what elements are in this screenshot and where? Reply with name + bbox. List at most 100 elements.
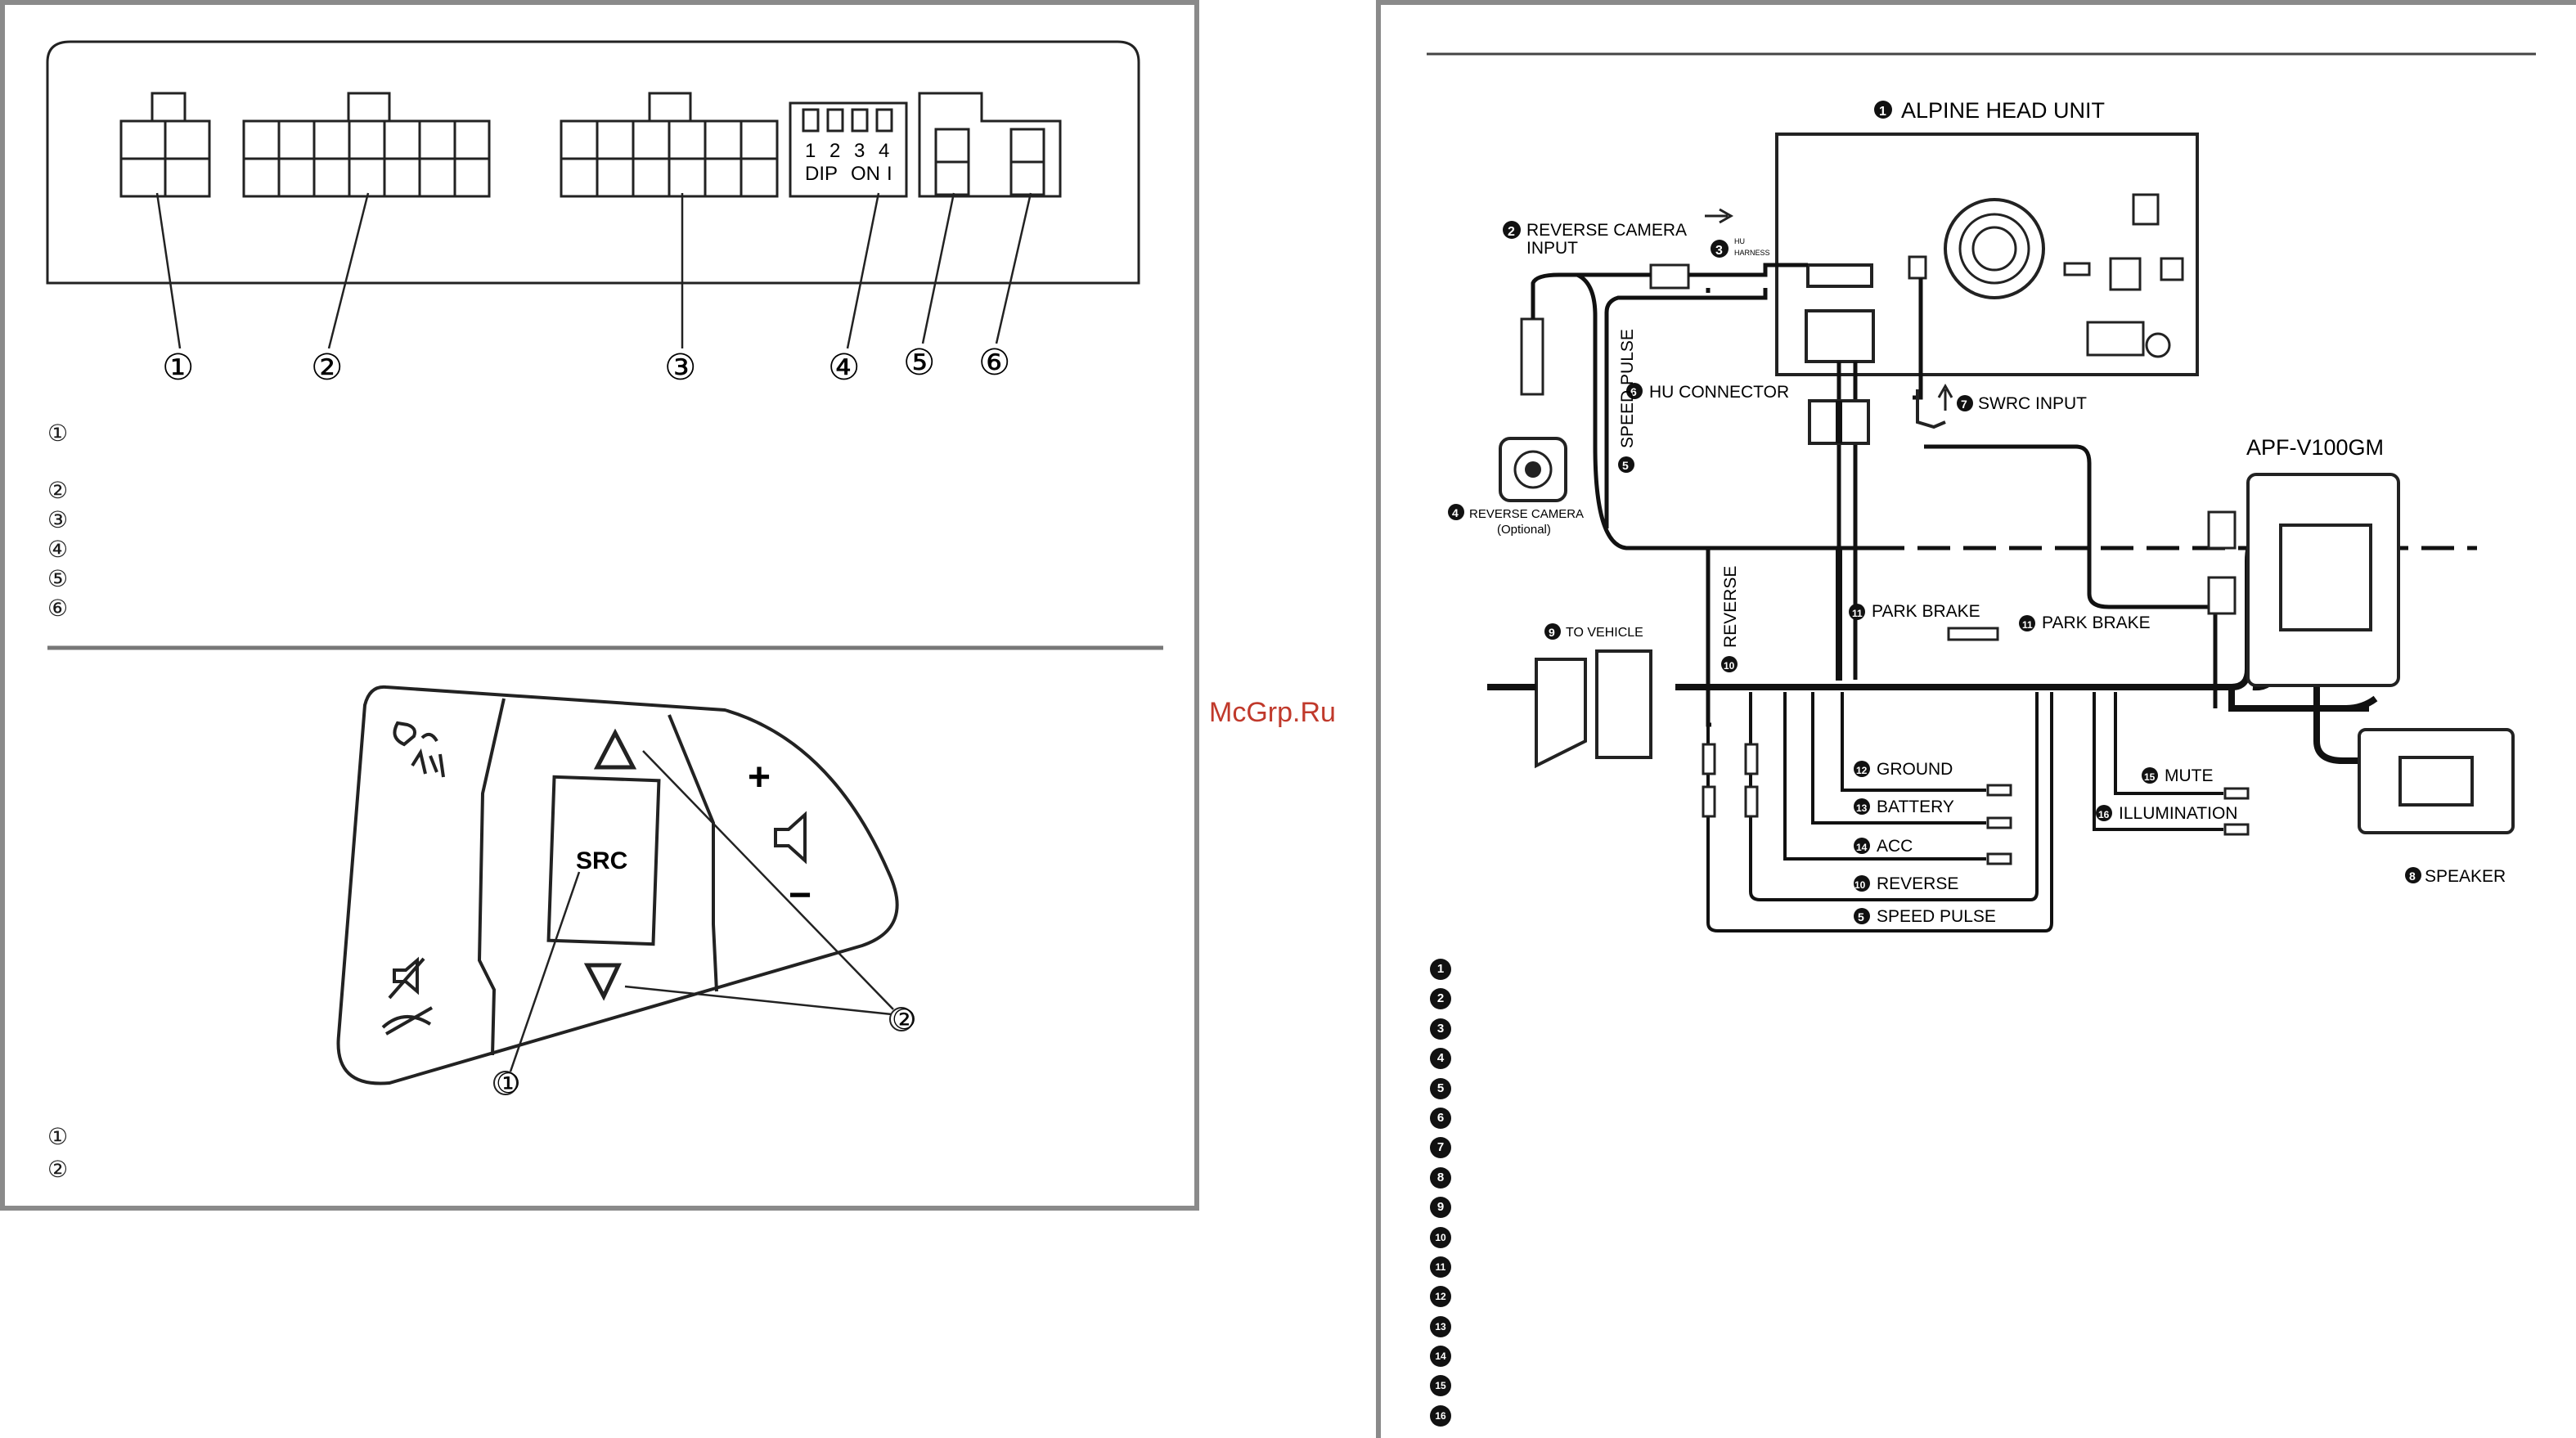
legend-16: 16 [1430,1404,1451,1435]
dip-number-2: 2 [829,140,840,162]
reverse-camera-input-l1: REVERSE CAMERA [1526,221,1687,240]
reverse-vertical-num: 10 [1724,660,1735,672]
steering-callout-2: ② [892,1004,916,1036]
speed-pulse-vertical: SPEED PULSE [1618,329,1637,448]
reverse-camera-num: 4 [1452,506,1459,519]
reverse-camera-input-l2: INPUT [1526,239,1578,258]
reverse-camera-badge [1448,504,1464,520]
speaker-badge [2405,867,2421,883]
battery-num: 13 [1856,802,1868,814]
hu-connector-port [1805,309,1875,363]
ground-badge [1854,761,1870,777]
to-vehicle-badge [1544,623,1561,640]
legend-3: 3 [1430,1018,1451,1048]
speed-pulse-num: 5 [1622,459,1629,472]
connector-legend: ① ② ③ ④ ⑤ ⑥ [47,419,68,623]
legend-14: 14 [1430,1346,1451,1375]
swrc-badge [1957,395,1973,411]
park-brake-num-1: 11 [1852,608,1863,619]
legend-10: 10 [1430,1226,1451,1256]
swrc-label: SWRC INPUT [1978,394,2087,413]
legend-13: 13 [1430,1315,1451,1346]
hu-connector-label: HU CONNECTOR [1649,383,1789,402]
park-brake-fuse [1947,627,1999,641]
reverse-h-num: 10 [1854,879,1866,891]
legend-5: 5 [1430,1077,1451,1108]
connector-3 [560,92,779,198]
legend-11: 11 [1430,1256,1451,1286]
dip-number-3: 3 [854,140,865,162]
reverse-camera-input-num: 2 [1508,225,1515,239]
steering-leaders [509,750,894,1072]
battery-badge [1854,798,1870,815]
connector-leaders [155,192,1032,349]
steering-legend-marker-1: ① [47,1124,69,1149]
interface-box-diagram: 1 2 3 4 DIP ON I ① ② ③ ④ ⑤ ⑥ [46,40,1163,1099]
speaker-icon [2358,728,2515,834]
hu-connector-num: 6 [1630,385,1637,398]
legend-marker-1: ① [47,420,69,446]
mute-badge [2142,767,2158,784]
harness-wires [1706,692,2223,932]
vehicle-plug-icon [1535,658,1587,769]
sd-slot-icon [2086,321,2145,357]
park-brake-badge-2 [2019,615,2035,631]
on-label: ON [851,163,880,185]
usb-port-icon [2063,262,2091,276]
speed-pulse-h-label: SPEED PULSE [1877,907,1996,926]
phone-voice-icon [393,721,445,778]
volume-minus-label: − [789,874,811,917]
legend-marker-3: ③ [47,507,69,533]
wiring-panel: 1 ALPINE HEAD UNIT 2 REVERSE CAMERA INPU… [1376,0,2576,1438]
camera-cable-plug [1520,317,1544,396]
to-vehicle-label: TO VEHICLE [1566,626,1643,640]
apf-plug-lower [2207,576,2237,615]
reverse-camera-icon [1499,437,1567,502]
dip-number-4: 4 [879,140,889,162]
legend-15: 15 [1430,1375,1451,1404]
mute-label: MUTE [2165,766,2214,785]
top-port-icon [2132,193,2160,226]
illumination-label: ILLUMINATION [2119,804,2237,823]
steering-callout-1-ring [493,1071,518,1095]
battery-label: BATTERY [1877,798,1954,816]
hu-connector-badge [1626,383,1643,399]
acc-badge [1854,838,1870,854]
ground-num: 12 [1856,765,1868,776]
reverse-h-label: REVERSE [1877,874,1958,893]
src-button [546,775,661,946]
dip-number-1: 1 [805,140,816,162]
speed-pulse-badge [1618,456,1634,473]
speaker-num: 8 [2409,870,2416,883]
illumination-badge [2096,805,2112,821]
head-unit-label: ALPINE HEAD UNIT [1901,98,2105,123]
hu-harness-badge [1711,240,1729,258]
reverse-camera-l1: REVERSE CAMERA [1469,507,1584,521]
harness-port-top [1806,263,1873,288]
reverse-camera-input-badge [1503,221,1521,239]
on-mark: I [887,163,892,185]
callout-3: ③ [664,348,696,388]
legend-9: 9 [1430,1197,1451,1226]
legend-1: 1 [1430,959,1451,988]
vehicle-connector [1595,649,1652,759]
reverse-camera-l2: (Optional) [1497,523,1551,537]
reverse-vertical-badge [1721,656,1738,672]
dip-label: DIP [805,163,838,185]
mute-hangup-icon [381,956,433,1036]
src-label: SRC [576,847,627,874]
legend-6: 6 [1430,1107,1451,1137]
steering-pad [336,685,899,1085]
seek-down-icon [583,963,622,1001]
reverse-vertical-label: REVERSE [1721,566,1740,648]
acc-num: 14 [1856,842,1868,853]
legend-2: 2 [1430,988,1451,1018]
antenna-port-icon [2145,332,2171,358]
speaker-icon [774,811,807,865]
legend-12: 12 [1430,1286,1451,1315]
connector-5-6-housing [918,92,1062,198]
acc-label: ACC [1877,837,1913,856]
apf-plug-upper [2207,510,2237,550]
speed-pulse-h-badge [1854,908,1870,924]
volume-plus-label: + [748,756,771,799]
